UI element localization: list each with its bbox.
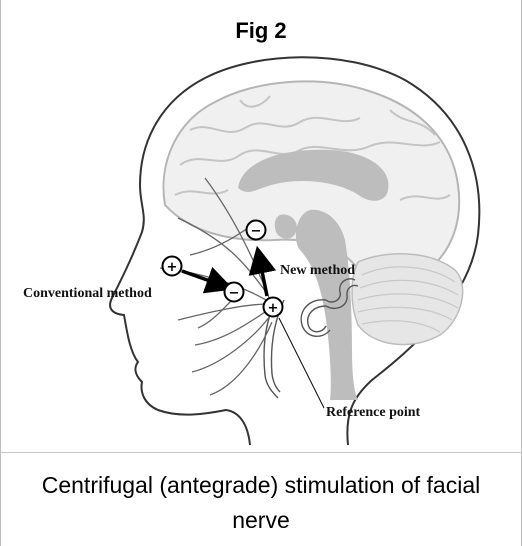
conventional-method-label: Conventional method	[23, 286, 152, 301]
head-diagram: + − − + Conventional method New method R…	[0, 0, 522, 452]
svg-text:+: +	[167, 260, 178, 275]
conventional-cathode: −	[225, 283, 244, 302]
figure-caption: Centrifugal (antegrade) stimulation of f…	[10, 468, 512, 538]
svg-text:−: −	[251, 224, 262, 239]
new-method-anode: +	[264, 298, 283, 317]
conventional-anode: +	[163, 257, 182, 276]
reference-point-label: Reference point	[326, 405, 421, 420]
new-method-label: New method	[280, 263, 355, 278]
svg-text:−: −	[229, 286, 240, 301]
caption-divider	[0, 452, 522, 453]
svg-text:+: +	[268, 301, 279, 316]
new-method-cathode: −	[247, 221, 266, 240]
